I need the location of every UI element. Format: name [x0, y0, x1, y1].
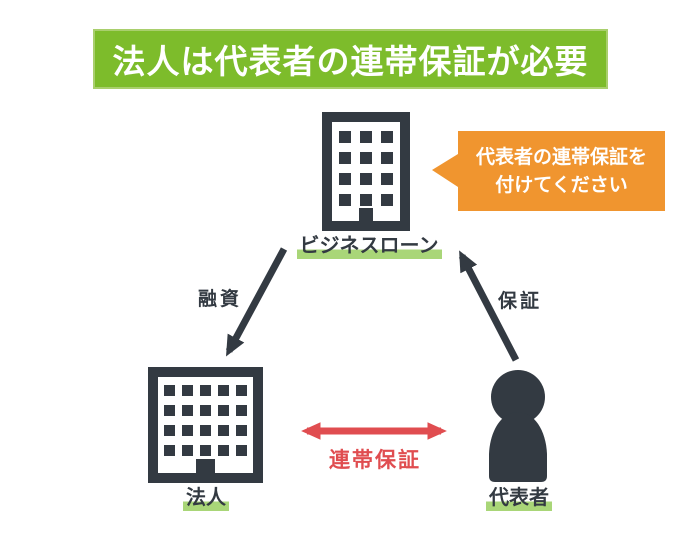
- corporation-building-icon: [148, 367, 263, 483]
- title-banner: 法人は代表者の連帯保証が必要: [93, 29, 608, 89]
- corporation-label-text: 法人: [183, 486, 229, 511]
- business-loan-building-icon: [322, 112, 410, 231]
- representative-person-icon: [489, 370, 547, 482]
- guarantee-arrow: [458, 250, 520, 362]
- speech-bubble-line2: 付けてください: [495, 174, 628, 196]
- title-banner-text: 法人は代表者の連帯保証が必要: [112, 42, 589, 81]
- edge-label-joint-guarantee: 連帯保証: [329, 448, 421, 472]
- financing-arrow: [225, 247, 288, 357]
- node-label-business-loan: ビジネスローン: [269, 234, 469, 259]
- node-label-corporation: 法人: [136, 486, 276, 511]
- speech-bubble: 代表者の連帯保証を 付けてください: [432, 131, 665, 211]
- representative-label-text: 代表者: [486, 486, 552, 511]
- joint-guarantee-arrow: [301, 422, 447, 440]
- edge-label-guarantee: 保証: [497, 290, 542, 312]
- speech-bubble-tail: [432, 154, 458, 187]
- node-label-representative: 代表者: [449, 486, 589, 511]
- business-loan-label-text: ビジネスローン: [296, 234, 442, 259]
- edge-label-financing: 融資: [197, 288, 242, 310]
- speech-bubble-line1: 代表者の連帯保証を: [475, 146, 647, 168]
